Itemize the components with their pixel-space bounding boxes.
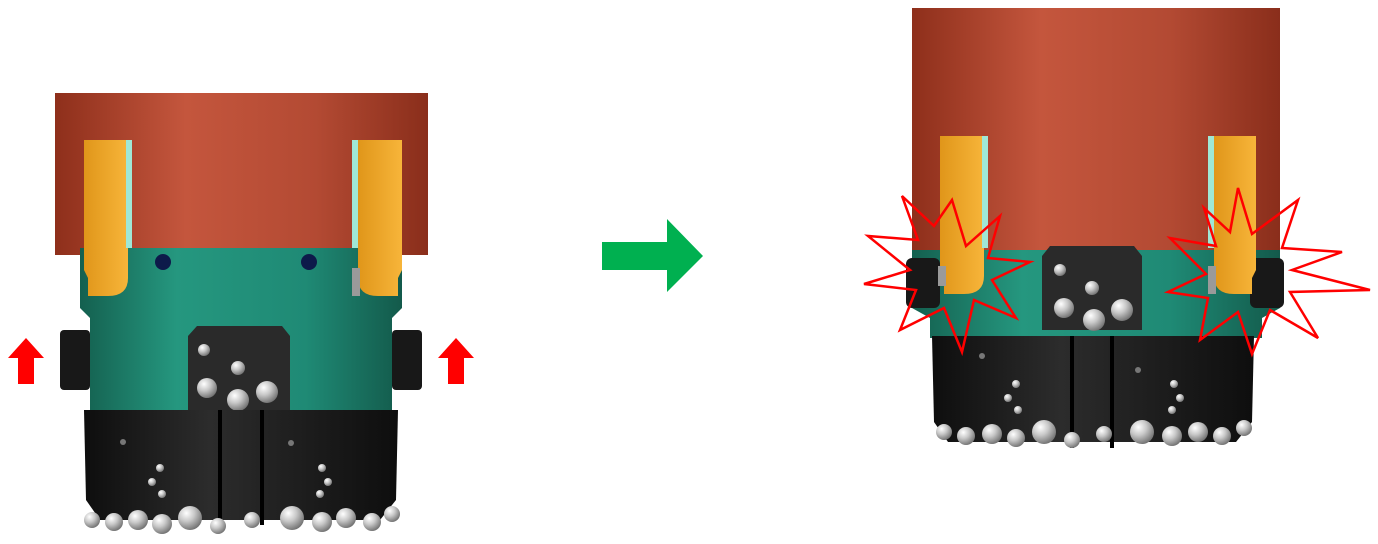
button bbox=[156, 464, 164, 472]
body-shoulder-right-before bbox=[392, 330, 422, 390]
button bbox=[1054, 298, 1074, 318]
button bbox=[256, 381, 278, 403]
button bbox=[1085, 281, 1099, 295]
up-arrow-icon bbox=[438, 338, 474, 384]
button bbox=[231, 361, 245, 375]
reamer-after bbox=[906, 8, 1284, 448]
button bbox=[1012, 380, 1020, 388]
wing-edge-left-before bbox=[126, 140, 132, 248]
drill-bit-after bbox=[932, 336, 1254, 442]
button bbox=[198, 344, 210, 356]
body-shoulder-right-after bbox=[1250, 258, 1284, 308]
wing-pin-right-before bbox=[352, 268, 360, 296]
gauge-buttons-before bbox=[84, 506, 400, 534]
button bbox=[197, 378, 217, 398]
wing-left-after bbox=[940, 136, 984, 294]
button bbox=[1170, 380, 1178, 388]
button bbox=[148, 478, 156, 486]
wing-pin-left-after bbox=[938, 266, 946, 286]
right-arrow-icon bbox=[602, 219, 703, 292]
impact-burst-icon bbox=[863, 195, 1035, 357]
bit-hole bbox=[288, 440, 294, 446]
port-hole-left bbox=[155, 254, 171, 270]
impact-burst-icon bbox=[1163, 187, 1371, 358]
bit-hole bbox=[1135, 367, 1141, 373]
button bbox=[1111, 299, 1133, 321]
button bbox=[158, 490, 166, 498]
button bbox=[1083, 309, 1105, 331]
bit-hole bbox=[979, 353, 985, 359]
wing-edge-left-after bbox=[982, 136, 988, 248]
body-shoulder-left-before bbox=[60, 330, 90, 390]
wing-edge-right-after bbox=[1208, 136, 1214, 248]
button bbox=[1014, 406, 1022, 414]
drill-bit-before bbox=[84, 410, 398, 520]
button bbox=[1004, 394, 1012, 402]
button bbox=[1168, 406, 1176, 414]
button bbox=[1176, 394, 1184, 402]
reamer-before bbox=[55, 93, 428, 534]
button bbox=[316, 490, 324, 498]
button bbox=[1054, 264, 1066, 276]
wing-edge-right-before bbox=[352, 140, 358, 248]
port-hole-right bbox=[301, 254, 317, 270]
wing-left-before bbox=[84, 140, 128, 296]
gauge-buttons-after bbox=[936, 420, 1252, 448]
button bbox=[318, 464, 326, 472]
up-arrow-icon bbox=[8, 338, 44, 384]
wing-right-before bbox=[358, 140, 402, 296]
bit-hole bbox=[120, 439, 126, 445]
button bbox=[324, 478, 332, 486]
wing-right-after bbox=[1214, 136, 1256, 294]
button bbox=[227, 389, 249, 411]
wing-pin-right-after bbox=[1208, 266, 1216, 294]
